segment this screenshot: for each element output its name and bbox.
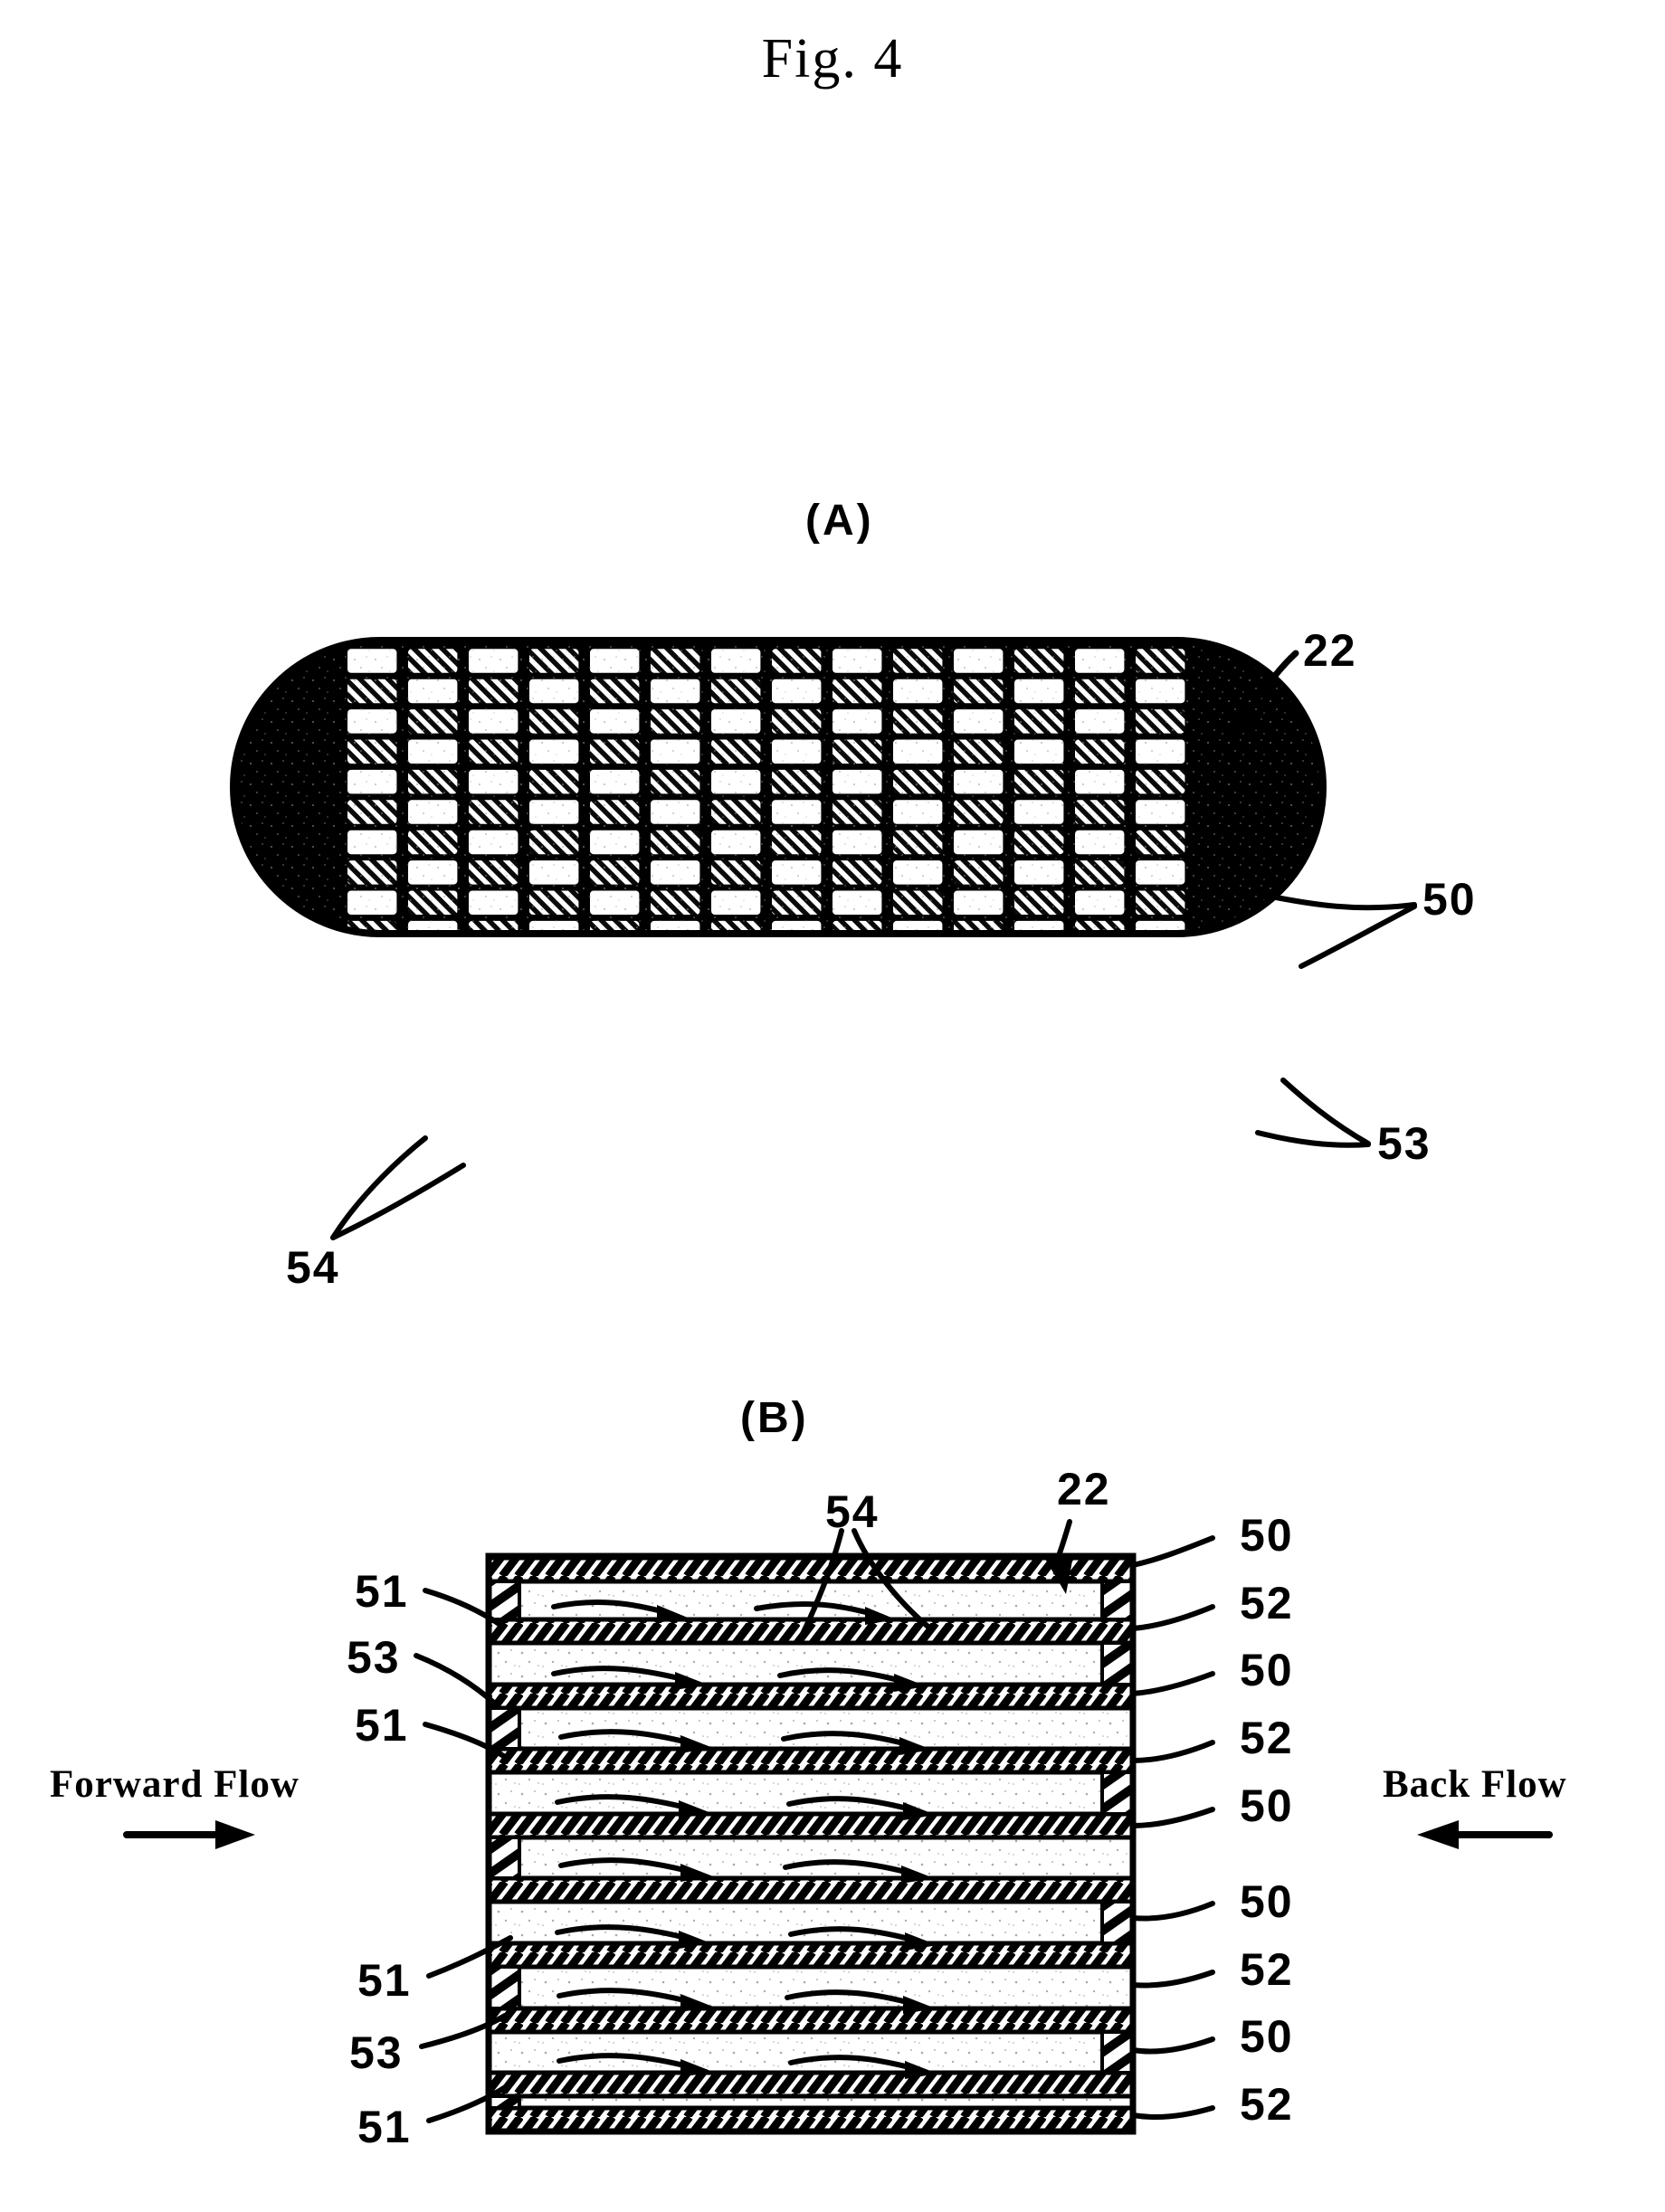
ref-label-52-b3: 52 [1240,1944,1294,1995]
ref-label-53-b2: 53 [349,2027,404,2078]
ref-label-50-b3: 50 [1240,1780,1294,1831]
cross-section-body [485,1552,1137,2135]
figure-title: Fig. 4 [761,28,904,90]
leaders-top-b [797,1519,1073,1642]
ref-label-22-b: 22 [1057,1464,1111,1514]
ref-label-52-b4: 52 [1240,2079,1294,2130]
ref-label-50-b2: 50 [1240,1645,1294,1695]
ref-label-50-b4: 50 [1240,1876,1294,1927]
ref-label-51-b3: 51 [357,1955,412,2006]
partition-walls [486,1555,1136,2134]
panel-a-drawing [230,637,1327,937]
ref-label-52-b1: 52 [1240,1578,1294,1628]
forward-flow-arrow [123,1820,255,1849]
ref-label-22-a: 22 [1303,625,1357,676]
ref-label-51-b4: 51 [357,2102,412,2152]
cell-grid [233,641,1323,934]
ref-label-54-b: 54 [825,1486,880,1537]
ref-label-50-b5: 50 [1240,2011,1294,2062]
back-flow-label: Back Flow [1383,1763,1567,1806]
ref-label-51-b2: 51 [355,1700,409,1751]
panel-b-label: (B) [740,1394,809,1442]
forward-flow-label: Forward Flow [50,1763,300,1806]
leaders-left-upper-b [414,1588,508,1760]
ref-label-52-b2: 52 [1240,1713,1294,1763]
ref-label-51-b1: 51 [355,1566,409,1617]
ref-label-54-a: 54 [286,1242,340,1293]
leaders-left-lower-b [419,1935,513,2123]
panel-a-label: (A) [805,497,874,545]
ref-label-53-b1: 53 [347,1632,401,1683]
back-flow-arrow [1417,1820,1553,1849]
ref-label-53-a: 53 [1377,1118,1432,1169]
ref-label-50-b1: 50 [1240,1510,1294,1561]
ref-label-50-a: 50 [1422,874,1477,925]
leaders-right-b [1130,1535,1215,2120]
flow-arrows [551,1599,937,2079]
